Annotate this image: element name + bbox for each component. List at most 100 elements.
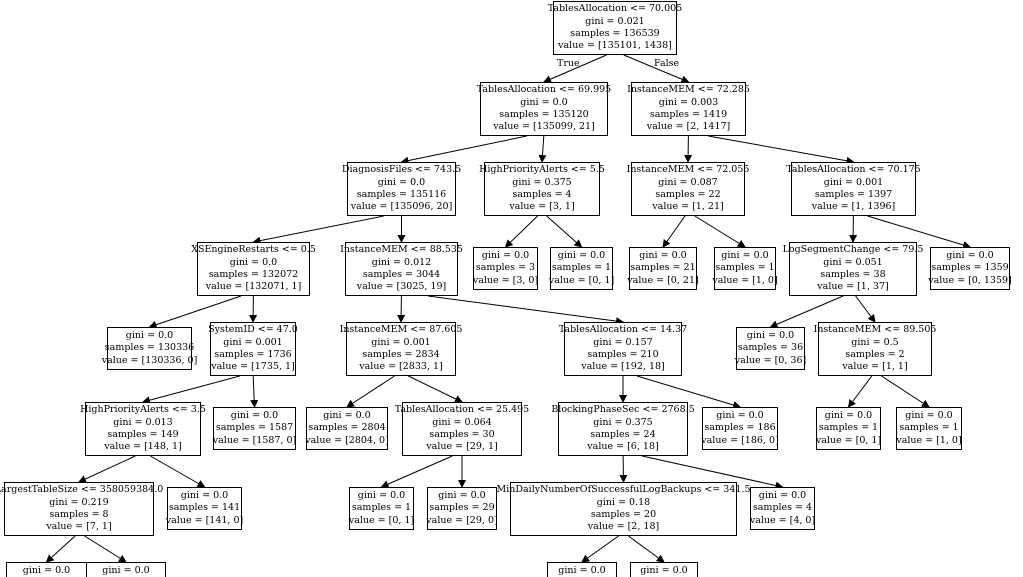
node-text-line: value = [2804, 0] [305,434,389,446]
node-text-line: value = [2, 1417] [646,121,731,133]
node-text-line: TablesAllocation <= 70.175 [786,164,921,176]
node-text-line: gini = 0.0 [946,250,994,262]
node-text-line: samples = 135120 [499,109,589,120]
node-text-line: gini = 0.001 [823,176,884,188]
node-text-line: LogSegmentChange <= 79.5 [782,244,924,256]
node-text-line: value = [1, 0] [896,434,962,446]
node-text-line: samples = 1 [715,262,775,274]
node-text-line: gini = 0.157 [593,336,653,348]
node-text-line: value = [1, 21] [652,201,724,213]
edge-n17-n24 [408,375,463,403]
node-text-line: value = [1587, 0] [212,434,297,446]
edge-n13-n19 [769,295,844,328]
node-text-line: value = [3, 1] [509,201,575,213]
node-text-line: value = [0, 1359] [928,274,1012,286]
node-text-line: value = [148, 1] [104,441,182,453]
edge-n6-n14 [867,215,971,249]
node-text-line: gini = 0.0 [229,256,278,268]
node-text-line: samples = 1 [899,422,959,434]
node-text-line: gini = 0.051 [823,256,883,268]
split-node-n33: MinDailyNumberOfSuccessfulLogBackups <= … [497,482,751,536]
node-text-line: value = [0, 36] [734,354,807,366]
node-text-line: value = [2, 18] [587,521,660,533]
edge-n16-n21 [142,375,240,405]
true-edge-label: True [557,58,580,69]
node-text-line: value = [1, 37] [817,281,889,293]
edge-n21-n29 [78,455,136,483]
edge-n25-n34 [641,455,784,490]
node-text-line: gini = 0.0 [639,250,687,262]
node-text-line: value = [130336, 0] [101,354,198,366]
edge-n13-n20 [855,295,876,323]
node-text-line: gini = 0.0 [905,410,953,422]
node-text-line: value = [1, 1396] [811,201,896,213]
node-text-line: HighPriorityAlerts <= 5.5 [479,164,605,176]
node-text-line: samples = 3044 [362,269,441,280]
node-text-line: InstanceMEM <= 88.535 [340,244,463,256]
node-text-line: samples = 2 [845,349,905,360]
edge-n33-n37 [581,535,619,563]
node-text-line: samples = 186 [704,422,776,434]
node-text-line: SystemID <= 47.0 [208,324,298,336]
node-text-line: gini = 0.013 [113,416,173,428]
node-text-line: samples = 141 [168,502,241,514]
edge-n20-n27 [847,375,873,408]
leaf-node-n35: gini = 0.0 [6,562,87,577]
edge-n1-n3 [400,135,528,165]
node-text-line: value = [0, 1] [548,274,615,286]
node-text-line: InstanceMEM <= 89.505 [813,324,937,336]
node-text-line: gini = 0.0 [746,330,795,342]
edge-n0-n1 [543,54,607,83]
edge-n4-n10 [546,215,583,248]
node-text-line: samples = 4 [752,502,813,514]
node-text-line: gini = 0.219 [49,496,109,508]
node-text-line: samples = 2804 [308,422,386,434]
node-text-line: samples = 1 [351,502,412,514]
node-text-line: samples = 132072 [208,269,299,280]
edge-n7-n15 [148,295,242,329]
node-text-line: samples = 29 [429,502,495,514]
node-text-line: gini = 0.0 [22,565,71,576]
node-text-line: samples = 1359 [931,262,1009,274]
node-text-line: value = [1, 1] [842,361,908,373]
node-text-line: gini = 0.001 [223,336,283,348]
node-text-line: InstanceMEM <= 72.055 [626,164,750,176]
node-text-line: gini = 0.5 [851,336,899,348]
node-text-line: value = [29, 0] [426,514,498,526]
node-text-line: gini = 0.0 [640,565,688,576]
node-text-line: gini = 0.0 [125,330,174,342]
node-text-line: samples = 130336 [104,342,195,354]
leaf-node-n38: gini = 0.0 [630,562,698,577]
node-text-line: gini = 0.012 [371,256,432,268]
node-text-line: value = [132071, 1] [205,281,302,293]
edge-n5-n11 [662,215,686,248]
edge-n16-n22 [250,375,259,408]
node-text-line: gini = 0.18 [596,496,651,508]
node-text-line: TablesAllocation <= 69.995 [476,84,612,96]
edge-n21-n30 [150,455,206,488]
node-text-line: samples = 24 [590,429,656,440]
node-text-line: DiagnosisFiles <= 743.5 [341,164,462,176]
node-text-line: gini = 0.0 [180,490,229,502]
node-text-line: value = [1735, 1] [211,361,295,373]
node-text-line: samples = 1587 [215,422,294,434]
node-text-line: value = [135101, 1438] [558,40,672,52]
edge-n24-n31 [380,455,453,488]
node-text-line: gini = 0.0 [758,490,807,502]
